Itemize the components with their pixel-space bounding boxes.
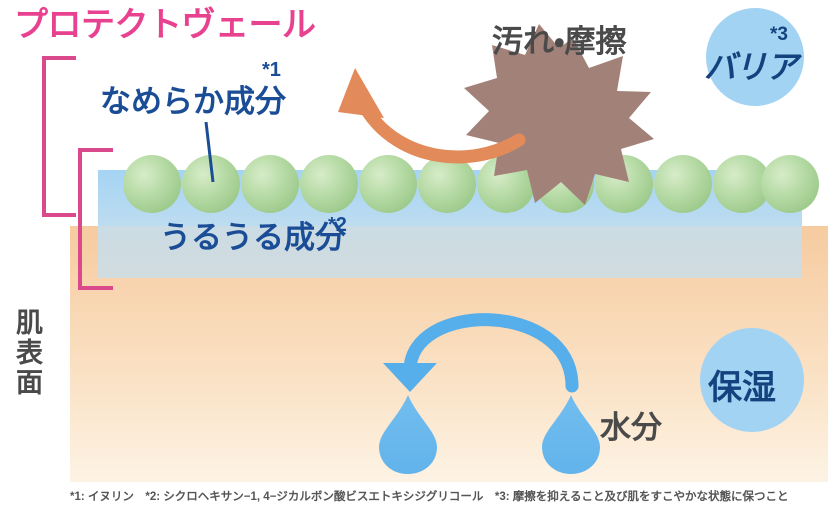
badge-barrier-label: バリア bbox=[704, 49, 798, 85]
page-title: プロテクトヴェール bbox=[14, 6, 316, 44]
water-droplet-left bbox=[379, 395, 437, 474]
badge-barrier bbox=[706, 8, 804, 106]
dirt-friction-burst-icon bbox=[464, 24, 654, 205]
footnote-text: *1: イヌリン *2: シクロヘキサン−1, 4−ジカルボン酸ビスエトキシジグ… bbox=[70, 491, 789, 503]
water-droplets bbox=[379, 395, 600, 474]
label-smooth-ingredient-footnote-marker: *1 bbox=[262, 59, 281, 81]
label-skin-surface: 肌表面 bbox=[12, 308, 42, 398]
label-moist-ingredient: うるうる成分 bbox=[160, 220, 346, 255]
badge-moisture bbox=[700, 328, 804, 432]
bracket-protect-veil-inner bbox=[78, 148, 113, 290]
label-moist-ingredient-footnote-marker: *2 bbox=[328, 214, 347, 236]
repel-arrow-orange bbox=[338, 68, 526, 164]
label-dirt-friction: 汚れ・摩擦 bbox=[492, 24, 627, 59]
bracket-protect-veil-outer bbox=[42, 56, 76, 217]
badge-moisture-label: 保湿 bbox=[708, 369, 776, 407]
label-smooth-ingredient: なめらか成分 bbox=[100, 84, 286, 119]
badge-barrier-footnote-marker: *3 bbox=[770, 24, 788, 45]
leader-line-smooth-ingredient bbox=[204, 121, 215, 183]
moisture-arrow-blue bbox=[383, 313, 579, 393]
veil-moist-band bbox=[98, 226, 802, 278]
water-droplet-right bbox=[542, 395, 600, 474]
label-water: 水分 bbox=[600, 410, 662, 445]
